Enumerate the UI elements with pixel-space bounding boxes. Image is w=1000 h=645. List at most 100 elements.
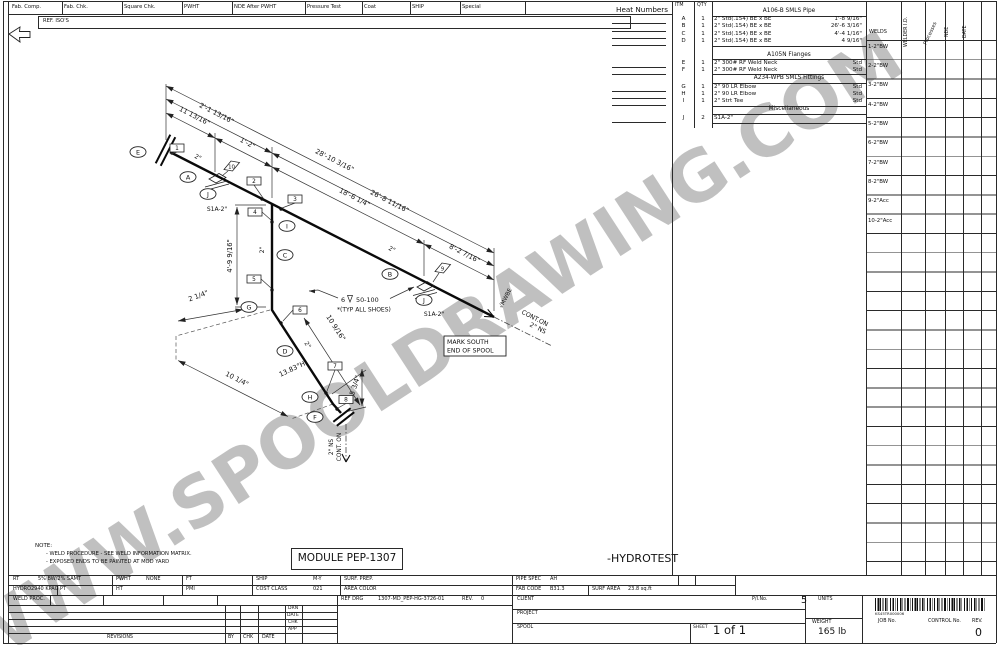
svg-text:C: C bbox=[283, 251, 288, 259]
note-line-2: - EXPOSED ENDS TO BE PAINTED AT MOD YARD bbox=[46, 559, 170, 565]
bom-itm-header: ITM bbox=[675, 3, 684, 8]
svg-text:MARK SOUTH: MARK SOUTH bbox=[447, 339, 489, 346]
fab-code-value: B31.3 bbox=[550, 586, 565, 592]
pmi-label: PMI bbox=[186, 586, 195, 592]
svg-text:6: 6 bbox=[341, 296, 345, 304]
bom-section-3: A234-WPB SMLS Fittings bbox=[753, 75, 825, 82]
header-pwht: PWHT bbox=[184, 3, 200, 10]
svg-text:2: 2 bbox=[252, 179, 256, 185]
project-label: PROJECT bbox=[517, 611, 538, 616]
svg-text:26'-8 11/16": 26'-8 11/16" bbox=[369, 188, 410, 214]
rev2-label: REV. bbox=[972, 619, 983, 624]
weld-grid bbox=[866, 40, 996, 575]
surf-prep-label: SURF. PREP. bbox=[344, 576, 374, 582]
svg-text:4'-9 9/16": 4'-9 9/16" bbox=[226, 239, 234, 273]
ref-drg-value: 1307-MD_PEP-HG-3726-01 bbox=[378, 596, 445, 602]
svg-text:END OF SPOOL: END OF SPOOL bbox=[447, 348, 494, 355]
rev-label: REV. bbox=[462, 596, 473, 602]
svg-text:A: A bbox=[186, 173, 191, 181]
job-no-label: JOB No. bbox=[878, 619, 896, 624]
pi-no-label: P/I.No. bbox=[752, 597, 768, 602]
bom-section-4: Miscellaneous bbox=[768, 106, 810, 113]
item-balloons: EA JI CG BD HF J bbox=[129, 146, 433, 423]
bom-section-1: A106-B SMLS Pipe bbox=[762, 8, 816, 15]
surf-area-value: 23.8 sq.ft bbox=[628, 586, 652, 592]
header-pressure-test: Pressure Test bbox=[307, 3, 342, 10]
header-fab-comp: Fab. Comp. bbox=[12, 3, 42, 10]
heat-numbers-label: Heat Numbers bbox=[616, 4, 668, 14]
bom-qty-header: QTY bbox=[697, 3, 707, 8]
flange-f-symbol bbox=[332, 407, 355, 427]
ref-drg-label: REF DRG bbox=[341, 596, 364, 602]
chk2-label: CHK bbox=[243, 635, 254, 640]
ship-label: SHIP bbox=[256, 576, 268, 582]
svg-text:H: H bbox=[308, 393, 313, 401]
hydro-value: 2940 KPAG bbox=[31, 586, 59, 592]
svg-text:S1A-2": S1A-2" bbox=[424, 311, 445, 318]
svg-text:10 9/16": 10 9/16" bbox=[324, 313, 347, 342]
weld-number-boxes: 12 34 56 78 bbox=[169, 143, 354, 409]
date2-label: DATE bbox=[262, 635, 275, 640]
weld-proc-label: WELD PROC. bbox=[13, 596, 45, 602]
sheet-value: 1 of 1 bbox=[713, 623, 747, 637]
flange-e-symbol bbox=[154, 134, 177, 167]
north-arrow-icon bbox=[8, 26, 31, 43]
header-special: Special bbox=[462, 3, 481, 10]
frame-left-outer bbox=[3, 1, 4, 643]
weight-value: 165 lb bbox=[818, 627, 847, 637]
fab-code-label: FAB CODE bbox=[516, 586, 542, 592]
rev-value: 0 bbox=[481, 596, 485, 602]
continuation-lines bbox=[345, 316, 553, 462]
header-coat: Coat bbox=[364, 3, 377, 10]
construction-lines bbox=[175, 309, 334, 420]
client-label: CLIENT bbox=[517, 597, 534, 602]
svg-text:F: F bbox=[313, 413, 317, 421]
units-value: 5 bbox=[801, 595, 808, 606]
svg-text:I: I bbox=[286, 222, 288, 230]
hydro-label: HYDRO bbox=[13, 586, 32, 592]
pwht-label: PWHT bbox=[116, 576, 131, 582]
barcode bbox=[875, 598, 985, 611]
frame-bottom bbox=[3, 643, 996, 644]
revisions-label: REVISIONS bbox=[107, 635, 133, 640]
svg-text:2" NS: 2" NS bbox=[329, 439, 335, 456]
svg-text:B: B bbox=[388, 270, 392, 278]
surf-area-label: SURF AREA bbox=[592, 586, 621, 592]
acc-weld-9: 9 bbox=[441, 267, 445, 273]
hydrotest-stamp: -HYDROTEST bbox=[607, 552, 679, 565]
ref-isos-box bbox=[38, 16, 631, 29]
rev2-value: 0 bbox=[975, 626, 982, 639]
welder-id-col-header: WELDER I.D. bbox=[904, 16, 909, 47]
acc-weld-tags: 10 9 bbox=[221, 160, 452, 283]
svg-text:50-100: 50-100 bbox=[356, 296, 379, 304]
date-label: DATE bbox=[287, 613, 299, 618]
app-label: APP bbox=[288, 627, 297, 632]
svg-text:1'-2": 1'-2" bbox=[239, 136, 257, 150]
svg-text:18'-6 1/4": 18'-6 1/4" bbox=[338, 187, 372, 209]
svg-text:8: 8 bbox=[344, 398, 348, 404]
svg-text:E: E bbox=[136, 148, 140, 156]
by-label: BY bbox=[228, 635, 234, 640]
cost-class-label: COST CLASS bbox=[256, 586, 288, 592]
svg-text:6: 6 bbox=[298, 308, 302, 314]
ht-label: HT bbox=[116, 586, 123, 592]
rt-value: 5% BW/2% SAMT bbox=[38, 576, 81, 582]
svg-text:2": 2" bbox=[193, 153, 202, 162]
svg-text:2 1/4": 2 1/4" bbox=[187, 289, 209, 304]
svg-text:*(TYP ALL SHOES): *(TYP ALL SHOES) bbox=[337, 307, 391, 314]
cost-class-value: 021 bbox=[313, 586, 323, 592]
mark-south-box: MARK SOUTH END OF SPOOL bbox=[443, 335, 507, 357]
weight-label: WEIGHT bbox=[812, 620, 832, 625]
continuation-arrows bbox=[341, 308, 495, 463]
sheet-label: SHEET bbox=[693, 625, 708, 630]
date-col-header: DATE bbox=[963, 25, 968, 38]
header-ship: SHIP bbox=[412, 3, 424, 10]
area-color-label: AREA COLOR bbox=[344, 586, 377, 592]
module-stamp: MODULE PEP-1307 bbox=[297, 552, 397, 564]
header-nde: NDE After PWHT bbox=[234, 3, 277, 10]
acc-weld-10: 10 bbox=[228, 165, 235, 171]
drn-label: DRN bbox=[288, 606, 299, 611]
svg-text:28'-10 3/16": 28'-10 3/16" bbox=[314, 147, 355, 173]
